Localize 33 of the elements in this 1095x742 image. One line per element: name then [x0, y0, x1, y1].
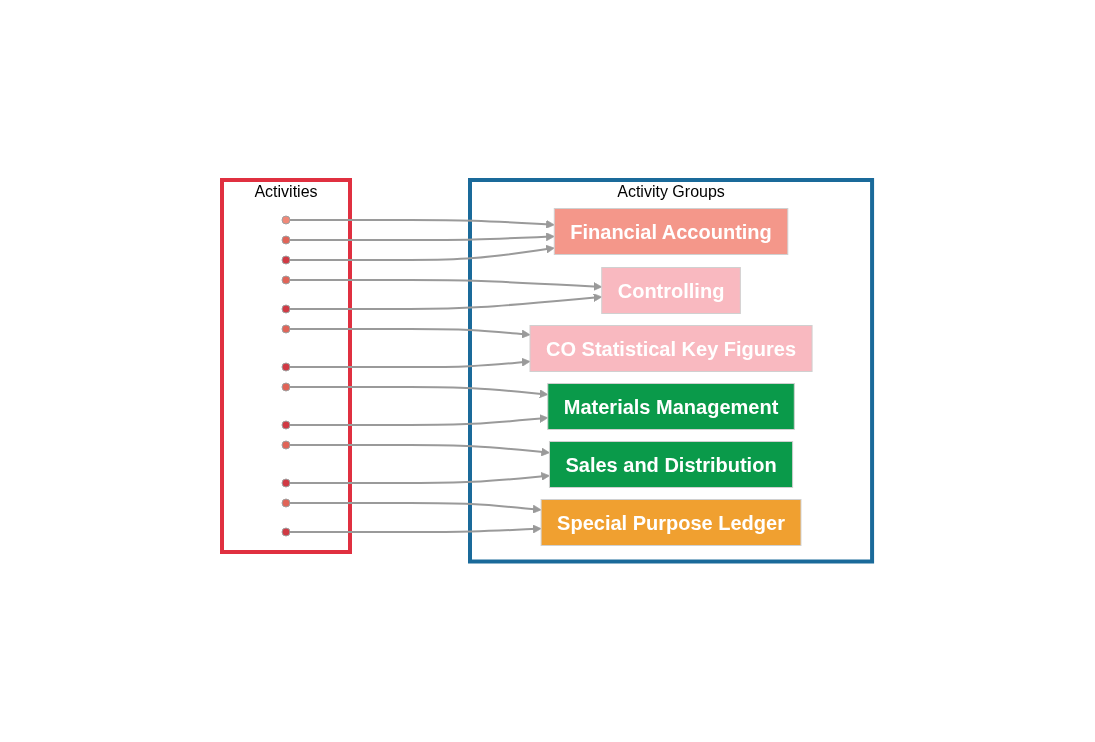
- arrow: [289, 386, 549, 399]
- arrow: [289, 279, 603, 292]
- node-circle: [281, 255, 291, 265]
- node-circle: [281, 275, 291, 285]
- node-box: Special Purpose Ledger: [541, 499, 802, 547]
- cluster: Activities: [220, 178, 353, 555]
- node-box: Financial Accounting: [554, 208, 789, 256]
- node-box: Controlling: [601, 267, 742, 315]
- node-circle: [281, 235, 291, 245]
- arrow: [289, 219, 556, 229]
- node-circle: [281, 215, 291, 225]
- node-circle: [281, 382, 291, 392]
- node-circle: [281, 527, 291, 537]
- node-circle: [281, 324, 291, 334]
- node-circle: [281, 304, 291, 314]
- arrow: [289, 293, 603, 311]
- node-circle: [281, 362, 291, 372]
- node-box: Sales and Distribution: [549, 441, 794, 489]
- node-circle: [281, 420, 291, 430]
- arrow: [289, 524, 542, 534]
- arrow: [289, 328, 531, 339]
- arrow: [289, 444, 551, 457]
- node-circle: [281, 498, 291, 508]
- arrow: [289, 502, 542, 514]
- node-box: Materials Management: [547, 383, 796, 431]
- arrow: [289, 358, 531, 369]
- node-circle: [281, 478, 291, 488]
- arrow: [289, 414, 549, 427]
- arrow: [289, 472, 551, 485]
- arrow: [289, 232, 556, 242]
- arrow: [289, 245, 556, 262]
- node-circle: [281, 440, 291, 450]
- node-box: CO Statistical Key Figures: [529, 325, 814, 373]
